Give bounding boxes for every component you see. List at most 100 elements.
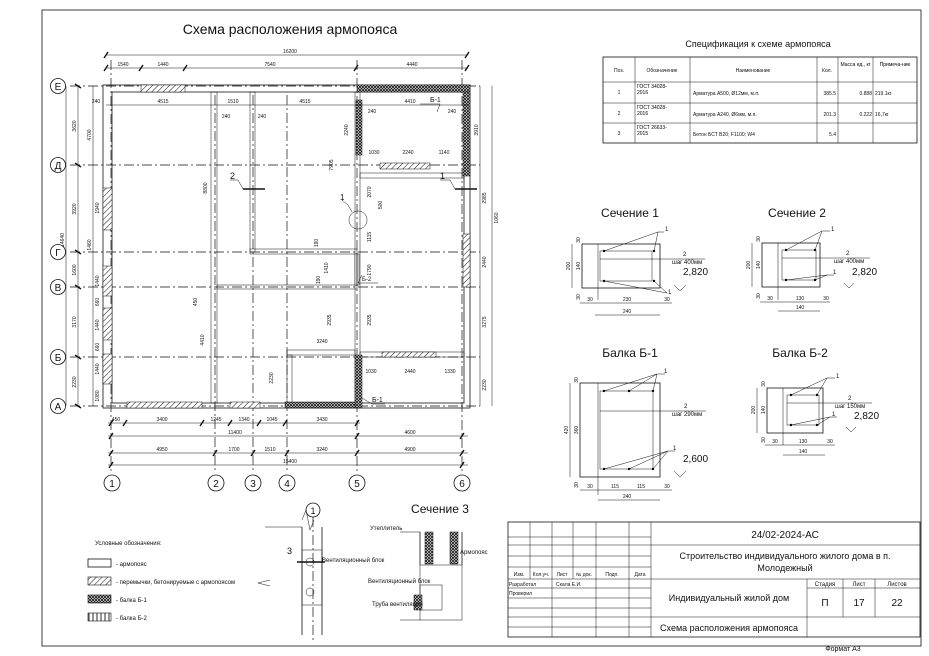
label-sections-b1-bar1: 1 xyxy=(673,446,677,452)
label-sections-s1-bar1: 1 xyxy=(665,227,669,233)
sheet-number: 17 xyxy=(853,598,865,609)
label-sections-s2-title: Сечение 2 xyxy=(768,206,826,220)
specification-table: Спецификация к схеме армопояса Поз. Обоз… xyxy=(602,39,918,144)
label-sections-b2-dims-h-0: 30 xyxy=(772,439,778,445)
label-sections-b1-bar1: 1 xyxy=(664,369,668,375)
label-plan-bottom-dims-row3-2: 1510 xyxy=(264,447,275,453)
label-plan-bottom-dims-total: 15400 xyxy=(283,459,297,465)
node-callout-1: 1 xyxy=(340,193,345,202)
label-sections-b1-dims-h-4: 240 xyxy=(623,494,632,500)
label-plan-bottom-dims-row3-1: 1700 xyxy=(228,447,239,453)
label-specification-rows-0-pos: 1 xyxy=(618,90,621,96)
label-plan-left-dims-outer-1: 3920 xyxy=(72,203,78,214)
label-specification-rows-0-mass: 0.888 xyxy=(859,91,872,97)
label-plan-col-axes-3: 4 xyxy=(284,479,290,490)
label-sections-b2-step: шаг 150мм xyxy=(835,404,865,410)
label-plan-right-dims-3: 3275 xyxy=(482,316,488,327)
label-specification-rows-2-code: ГОСТ 26633-2015 xyxy=(637,125,667,137)
label-sections-s1-dims-v-0: 200 xyxy=(566,262,572,271)
label-plan-bottom-dims-row2-1: 4600 xyxy=(404,430,415,436)
label-plan-left-dims-outer-4: 2230 xyxy=(72,376,78,387)
label-specification-rows-1-note: 16,7кг xyxy=(875,112,889,118)
label-sections-b2-dims-h-2: 30 xyxy=(827,439,833,445)
label-plan-left-dims-outer-3: 3170 xyxy=(72,316,78,327)
label-sections-s2-dims-v-1: 30 xyxy=(756,236,762,242)
section-cut-2: 2 xyxy=(230,171,235,181)
label-sections-s3-title: Сечение 3 xyxy=(411,502,469,516)
label-plan-bottom-dims-row3-3: 3240 xyxy=(316,447,327,453)
label-plan-top-dims-row3-0: 240 xyxy=(92,99,101,105)
label-specification-headers-3: Кол. xyxy=(822,68,832,74)
label-sections-b1-dims-h-3: 30 xyxy=(664,484,670,490)
legend-title: Условные обозначения: xyxy=(95,541,162,547)
label-specification-rows-0-name: Арматура А500, Ø12мм, м.п. xyxy=(693,91,759,97)
label-sections-b1-dims-v-0: 420 xyxy=(564,426,570,435)
label-plan-interior-dims-18: 1140 xyxy=(439,150,450,156)
label-sections-s1-level: 2,820 xyxy=(683,267,708,278)
section-cut-1: 1 xyxy=(440,171,445,181)
label-plan-top-dims-row3-2: 1510 xyxy=(227,99,238,105)
label-plan-left-dims-total: 14640 xyxy=(60,233,66,247)
label-title-block-col-headers-5: Дата xyxy=(634,572,645,578)
stage-value: П xyxy=(821,598,828,609)
label-plan-top-dims-row2-2: 7540 xyxy=(264,62,275,68)
label-plan-row-axes-2: Г xyxy=(55,248,61,259)
label-legend-items-3: - балка Б-2 xyxy=(116,616,147,622)
label-specification-rows-2-qty: 5.4 xyxy=(829,132,836,138)
walls xyxy=(102,84,471,409)
label-plan-row-axes-5: А xyxy=(55,402,62,413)
label-plan-interior-dims-8: 1410 xyxy=(324,262,330,273)
label-plan-interior-dims-16: 1030 xyxy=(368,150,379,156)
label-title-block-col-headers-0: Изм. xyxy=(514,572,525,578)
label-specification-headers-5: Примеча-ние xyxy=(879,62,911,68)
column-axis-markers: 1 2 3 4 5 6 xyxy=(103,474,471,492)
label-plan-interior-dims-5: 1115 xyxy=(367,232,373,243)
label-plan-bottom-dims-row1-4: 1045 xyxy=(266,417,277,423)
label-plan-left-dims-inner-8: 1080 xyxy=(95,390,101,401)
label-plan-interior-dims-25: 240 xyxy=(448,109,457,115)
label-sections-s1-title: Сечение 1 xyxy=(601,206,659,220)
label-specification-rows-2-name: Бетон БСТ В20; F1100; W4 xyxy=(693,132,755,138)
label-plan-interior-dims-0: 8800 xyxy=(203,182,209,193)
right-dimensions: 3910 2985 2440 3275 2230 1060 xyxy=(474,86,500,406)
label-plan-col-axes-4: 5 xyxy=(354,479,360,490)
legend-swatch-lintels xyxy=(87,576,112,586)
label-plan-top-dims-row2-0: 1540 xyxy=(117,62,128,68)
object-name: Индивидуальный жилой дом xyxy=(669,593,789,603)
label-plan-interior-dims-10: 2935 xyxy=(327,314,333,325)
dim-total-top: 16200 xyxy=(283,49,297,55)
legend-swatch-b1 xyxy=(87,594,112,604)
label-specification-rows-2-pos: 3 xyxy=(618,131,621,137)
label-plan-interior-dims-4: 500 xyxy=(378,201,384,210)
label-sections-s2-step: шаг 400мм xyxy=(834,259,864,265)
label-plan-left-dims-inner-5: 1440 xyxy=(95,319,101,330)
spec-row-3: 3 ГОСТ 26633-2015 Бетон БСТ В20; F1100; … xyxy=(618,125,837,138)
label-sections-b1-title: Балка Б-1 xyxy=(602,346,658,360)
label-sections-s1-bar2: 2 xyxy=(683,252,687,258)
label-plan-interior-dims-1: 7905 xyxy=(329,159,335,170)
label-plan-bottom-dims-row1-2: 1245 xyxy=(210,417,221,423)
lintels xyxy=(102,84,471,409)
label-sections-b2-level: 2,820 xyxy=(854,411,879,422)
label-plan-interior-dims-20: 2440 xyxy=(404,369,415,375)
label-title-block-stage-label: Стадия xyxy=(815,582,835,588)
armopoyas-plan: 16200 1540 1440 7540 4440 240 4515 1510 … xyxy=(50,49,500,492)
label-sections-s2-dims-v-3: 30 xyxy=(756,293,762,299)
label-sections-b1-dims-h-1: 115 xyxy=(611,484,619,490)
label-sections-s1-dims-h-0: 30 xyxy=(587,297,593,303)
label-sections-s1-dims-v-1: 30 xyxy=(576,237,582,243)
label-plan-left-dims-outer-2: 1600 xyxy=(72,264,78,275)
label-sections-s2-bar2: 2 xyxy=(846,251,850,257)
row-axis-markers: Е Д Г В Б А xyxy=(50,78,66,414)
label-armopoyas: Армопояс xyxy=(460,550,488,556)
label-plan-interior-dims-19: 1030 xyxy=(365,369,376,375)
label-title-block-checked-label: Проверил xyxy=(509,591,532,597)
label-specification-rows-1-mass: 0.222 xyxy=(859,112,872,118)
label-sections-s1-dims-h-3: 240 xyxy=(623,309,632,315)
label-plan-interior-dims-13: 2230 xyxy=(269,372,275,383)
label-sections-b2-bar2: 2 xyxy=(848,396,852,402)
label-plan-col-axes-1: 2 xyxy=(213,479,219,490)
sheets-total: 22 xyxy=(891,598,903,609)
label-legend-items-0: - армопояс xyxy=(116,562,147,568)
label-sections-s1-dims-v-3: 30 xyxy=(576,294,582,300)
